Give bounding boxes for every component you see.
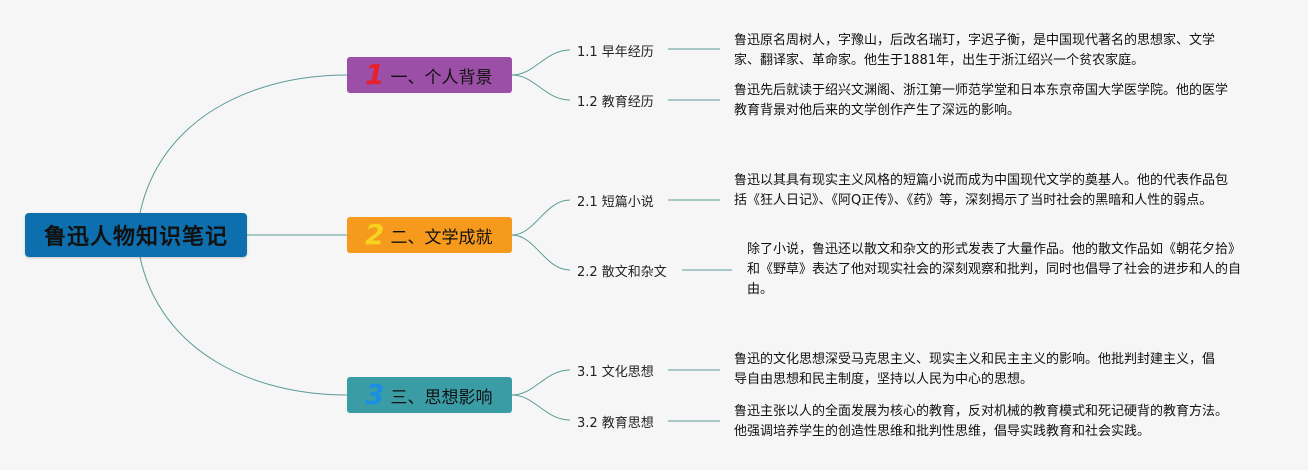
connector-b1-sub2 [511, 74, 571, 101]
connector-root-branch-3 [139, 256, 348, 396]
branch-number-3: 3 [365, 378, 385, 411]
branch-personal-background[interactable]: 1 一、个人背景 [347, 57, 512, 93]
desc-cultural-thought: 鲁迅的文化思想深受马克思主义、现实主义和民主主义的影响。他批判封建主义，倡导自由… [734, 352, 1216, 387]
subtopic-essays[interactable]: 2.2 散文和杂文 [577, 265, 667, 280]
root-topic[interactable]: 鲁迅人物知识笔记 [25, 213, 247, 257]
subtopic-education-thought[interactable]: 3.2 教育思想 [577, 416, 654, 431]
desc-education: 鲁迅先后就读于绍兴文渊阁、浙江第一师范学堂和日本东京帝国大学医学院。他的医学教育… [734, 83, 1229, 118]
subtopic-education[interactable]: 1.2 教育经历 [577, 95, 654, 110]
connector-b3-sub2 [511, 394, 571, 421]
subtopic-cultural-thought[interactable]: 3.1 文化思想 [577, 365, 654, 380]
branch-number-1: 1 [365, 58, 385, 91]
connector-b2-sub1 [511, 199, 571, 236]
branch-thought-influence[interactable]: 3 三、思想影响 [347, 377, 512, 413]
branch-literary-achievement[interactable]: 2 二、文学成就 [347, 217, 512, 253]
connector-b1-sub1 [511, 49, 571, 76]
desc-essays: 除了小说，鲁迅还以散文和杂文的形式发表了大量作品。他的散文作品如《朝花夕拾》和《… [747, 242, 1242, 297]
desc-early-life: 鲁迅原名周树人，字豫山，后改名瑞玎，字迟子衡，是中国现代著名的思想家、文学家、翻… [734, 33, 1216, 68]
subtopic-early-life[interactable]: 1.1 早年经历 [577, 45, 654, 60]
branch-number-2: 2 [365, 218, 385, 251]
connector-b3-sub1 [511, 369, 571, 396]
desc-education-thought: 鲁迅主张以人的全面发展为核心的教育，反对机械的教育模式和死记硬背的教育方法。他强… [734, 404, 1229, 439]
connector-b2-sub2 [511, 234, 571, 271]
branch-label: 三、思想影响 [390, 387, 493, 408]
branch-label: 二、文学成就 [390, 227, 493, 248]
branch-label: 一、个人背景 [390, 67, 493, 88]
connector-root-branch-1 [139, 74, 348, 214]
subtopic-short-stories[interactable]: 2.1 短篇小说 [577, 195, 654, 210]
desc-short-stories: 鲁迅以其具有现实主义风格的短篇小说而成为中国现代文学的奠基人。他的代表作品包括《… [734, 173, 1229, 208]
root-title: 鲁迅人物知识笔记 [43, 225, 228, 250]
